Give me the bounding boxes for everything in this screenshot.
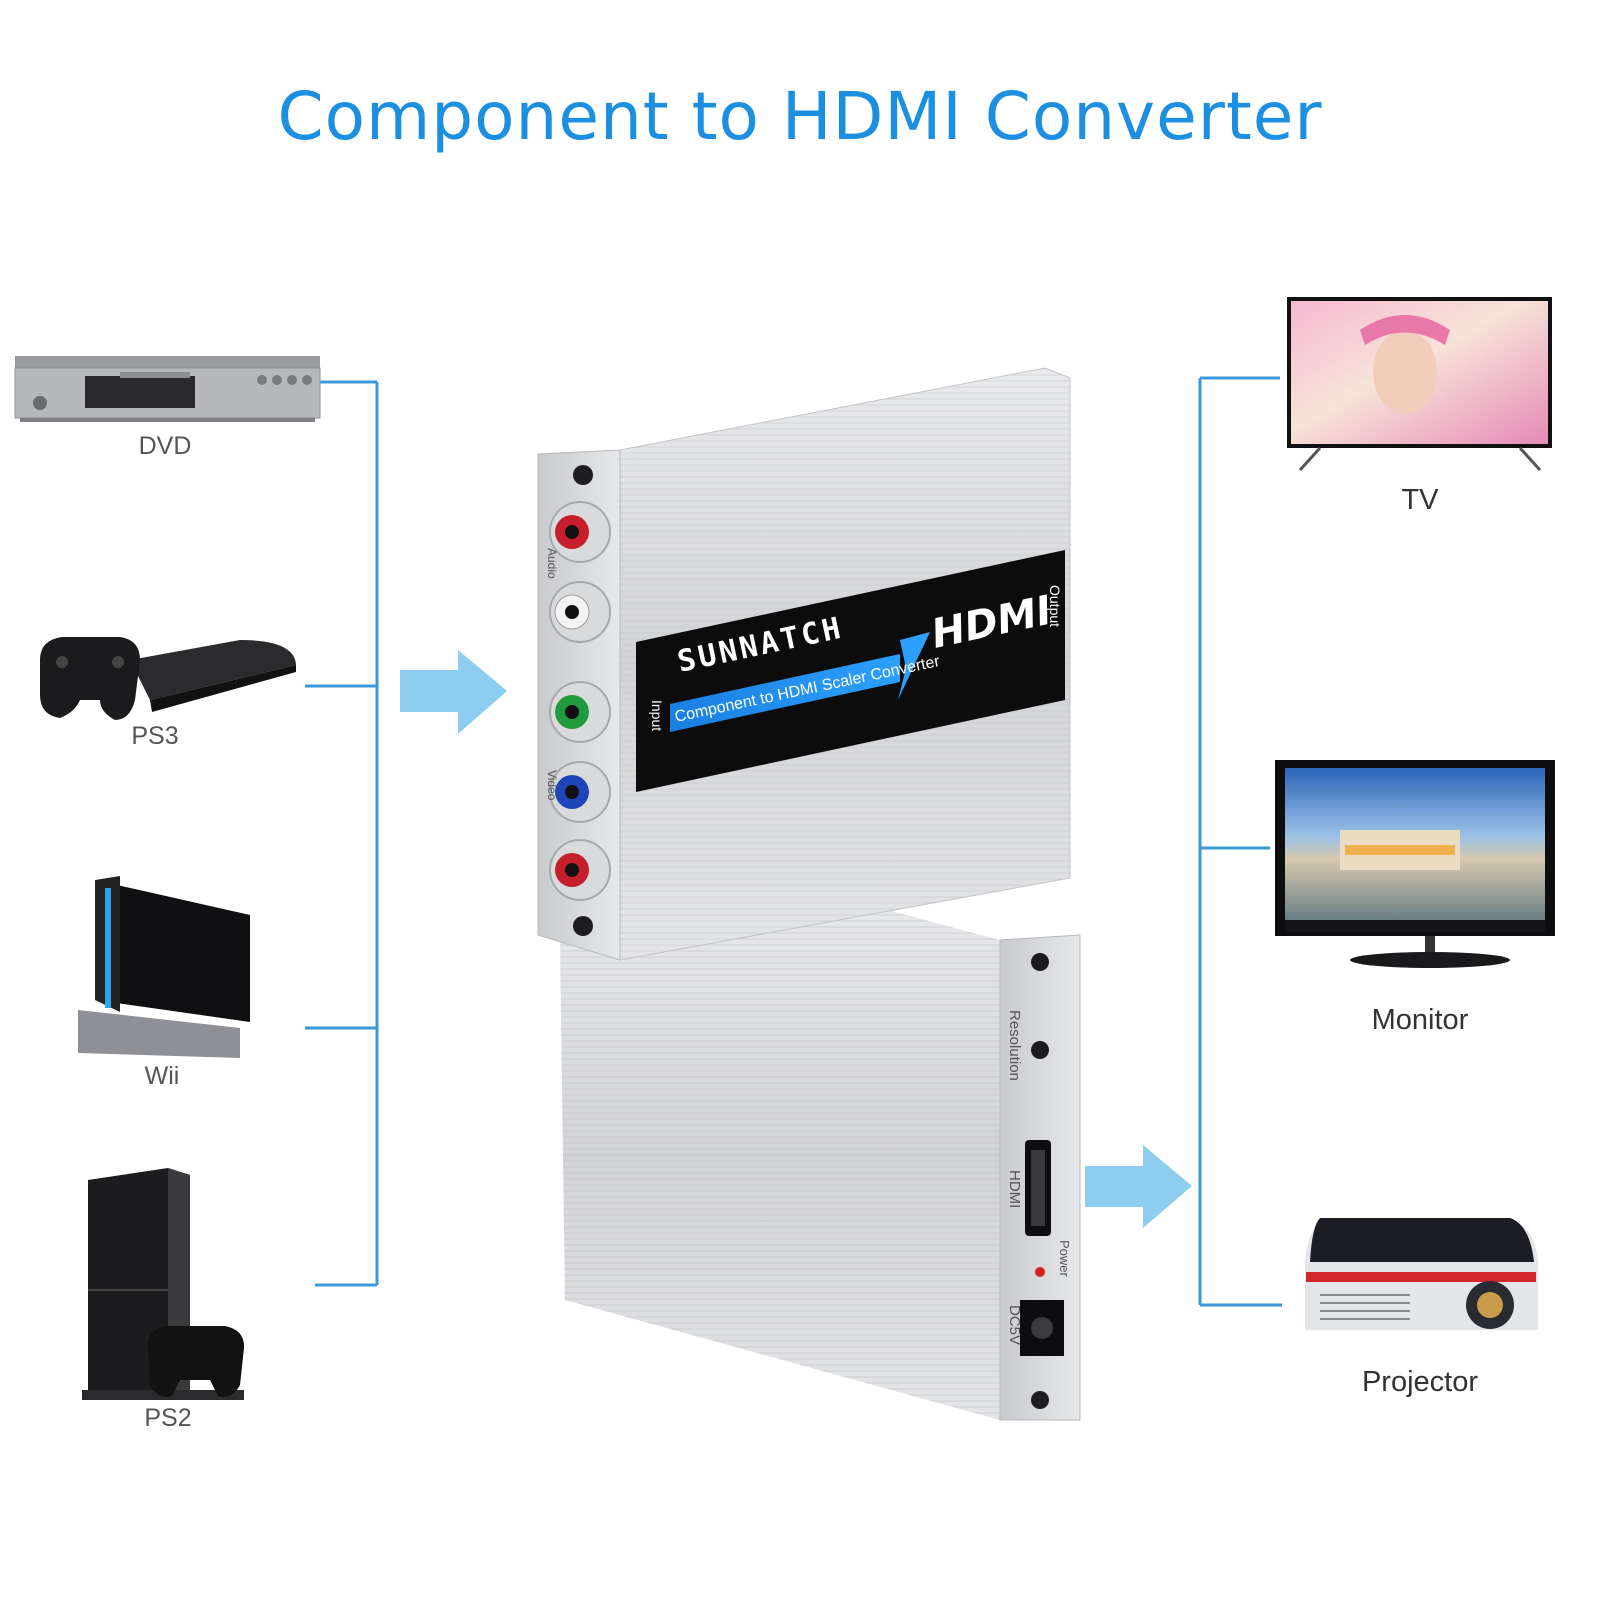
source-label-ps2: PS2: [144, 1404, 192, 1432]
ps3-console-icon: [40, 637, 296, 720]
source-label-wii: Wii: [144, 1062, 180, 1090]
output-label-tv: TV: [1401, 484, 1439, 516]
output-label-monitor: Monitor: [1371, 1004, 1469, 1036]
back-unit-labels: Resolution HDMI Power DC5V: [1006, 1010, 1072, 1345]
source-label-ps3: PS3: [131, 722, 179, 750]
tv-icon: [1287, 297, 1552, 472]
panel-arrow-icon: [898, 632, 930, 700]
page-title: Component to HDMI Converter: [277, 78, 1323, 155]
hdmi-port-label: HDMI: [1006, 1170, 1023, 1208]
wii-console-icon: [78, 876, 250, 1058]
output-label: Output: [1047, 585, 1063, 627]
product-name-bar: [670, 654, 900, 732]
ps2-console-icon: [82, 1168, 245, 1400]
output-label-projector: Projector: [1361, 1366, 1479, 1398]
rca-jack-video-red: [549, 839, 611, 901]
rca-jack-audio-red: [549, 501, 611, 563]
rca-jack-audio-white: [549, 581, 611, 643]
audio-label: Audio: [545, 548, 559, 579]
power-label: Power: [1057, 1240, 1072, 1278]
source-connector-lines: [305, 380, 379, 1287]
output-arrow-icon: [1085, 1145, 1192, 1228]
rca-jack-video-green: [549, 681, 611, 743]
dc-label: DC5V: [1006, 1305, 1023, 1345]
dvd-player-icon: [14, 356, 321, 422]
input-label: Input: [649, 700, 665, 731]
converter-front-unit: SUNNATCH Component to HDMI Scaler Conver…: [537, 367, 1071, 961]
output-connector-lines: [1198, 376, 1282, 1307]
source-label-dvd: DVD: [138, 432, 192, 460]
rca-jack-video-blue: [549, 761, 611, 823]
video-label: Video: [545, 770, 559, 801]
monitor-icon: [1275, 760, 1555, 968]
projector-icon: [1305, 1218, 1538, 1330]
converter-back-unit: [560, 892, 1081, 1421]
input-arrow-icon: [400, 650, 507, 734]
resolution-label: Resolution: [1006, 1010, 1023, 1081]
